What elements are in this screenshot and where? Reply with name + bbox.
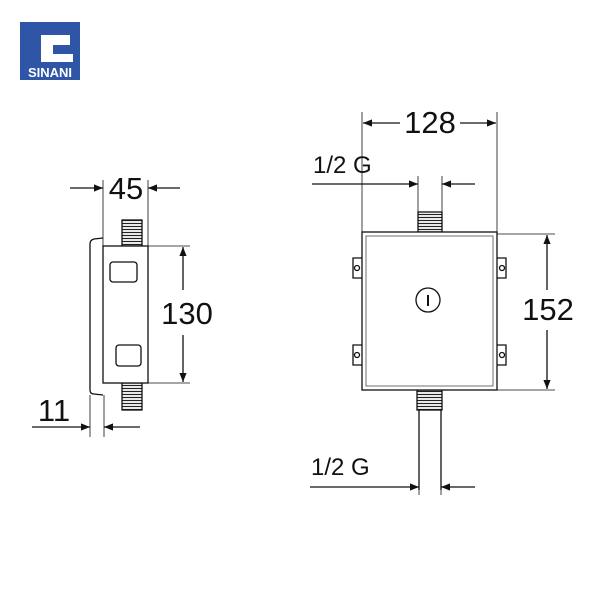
box-front (361, 231, 498, 391)
logo-text: SINANI (28, 65, 72, 80)
dim-130-label: 130 (161, 296, 213, 331)
front-view (310, 112, 555, 495)
side-view (32, 180, 190, 437)
sinani-logo: SINANI (20, 22, 80, 80)
top-thread (121, 219, 143, 247)
top-window (109, 261, 138, 283)
outlet-size-label: 1/2 G (311, 454, 370, 481)
bottom-window (115, 344, 142, 367)
sensor-window (415, 287, 441, 313)
dim-152-label: 152 (522, 292, 574, 327)
outlet-thread (416, 389, 443, 411)
dim-128-label: 128 (404, 105, 456, 140)
dim-11-label: 11 (38, 393, 70, 428)
front-plate (89, 237, 104, 396)
bottom-thread (121, 382, 143, 411)
inlet-size-label: 1/2 G (313, 152, 372, 179)
inlet-thread (417, 211, 443, 233)
mounting-tabs (352, 257, 507, 366)
dim-45-label: 45 (109, 171, 143, 206)
